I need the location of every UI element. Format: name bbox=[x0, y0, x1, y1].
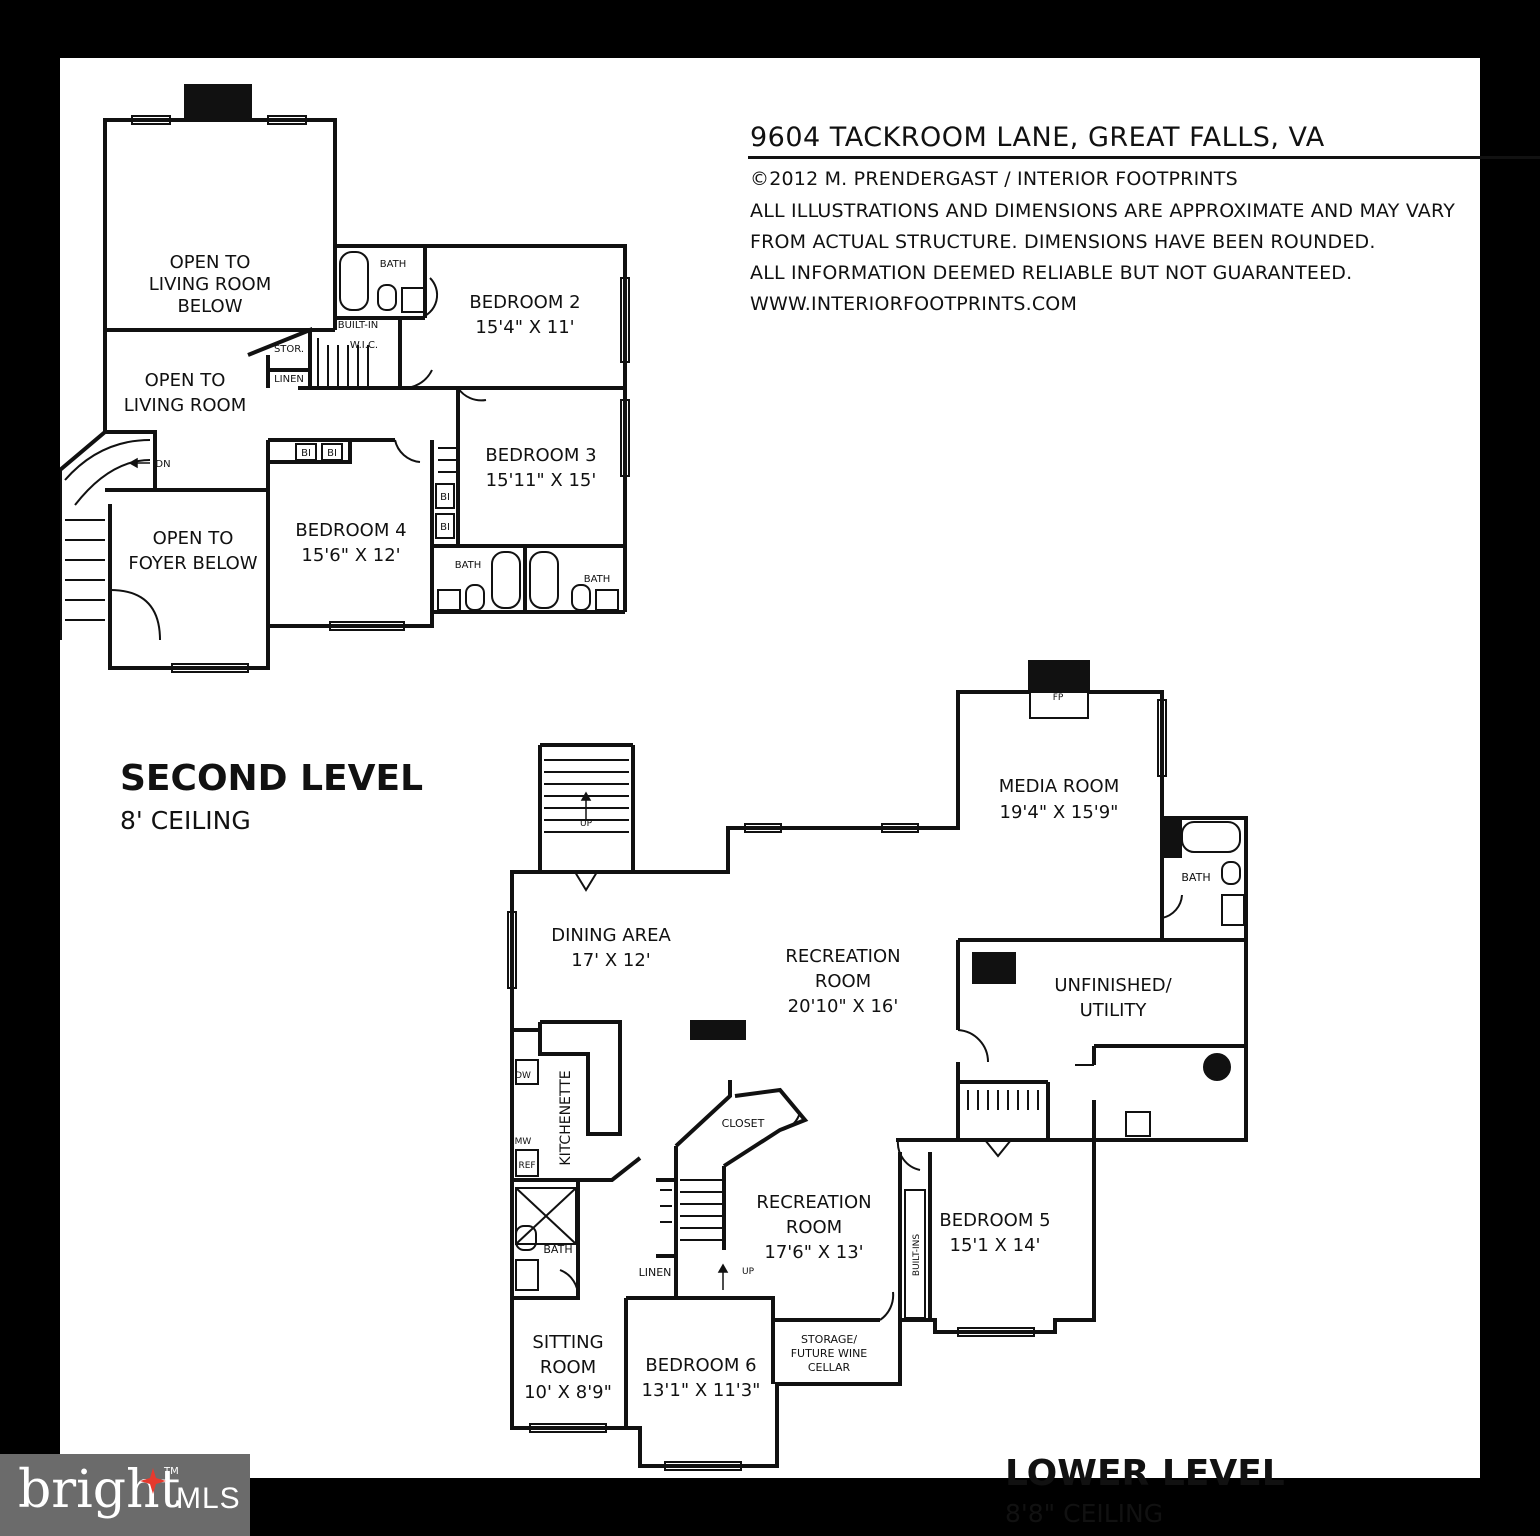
bedroom4-dimensions: 15'6" X 12' bbox=[301, 545, 400, 566]
lower-level-walls bbox=[510, 690, 1248, 1468]
media-room-dimensions: 19'4" X 15'9" bbox=[1000, 802, 1119, 823]
open-to-living-below-line1: OPEN TO bbox=[170, 252, 251, 273]
dining-area-name: DINING AREA bbox=[551, 925, 671, 946]
floorplan-sheet: 9604 TACKROOM LANE, GREAT FALLS, VA ©201… bbox=[60, 58, 1540, 1528]
lower-level-heading: LOWER LEVEL bbox=[1005, 1453, 1285, 1494]
mw-label: MW bbox=[515, 1137, 532, 1147]
kitchenette-label: KITCHENETTE bbox=[558, 1070, 574, 1165]
lower-level-solid-elements bbox=[690, 660, 1231, 1081]
open-to-living-below-line2: LIVING ROOM bbox=[149, 274, 271, 295]
lower-level-fixtures bbox=[515, 821, 1245, 1321]
floorplan-drawing: OPEN TO LIVING ROOM BELOW OPEN TO LIVING… bbox=[60, 84, 1248, 1471]
down-arrow-icon bbox=[128, 457, 138, 469]
dining-area-dimensions: 17' X 12' bbox=[571, 950, 650, 971]
logo-trademark: TM bbox=[164, 1466, 179, 1477]
bedroom2-name: BEDROOM 2 bbox=[469, 292, 580, 313]
lower-level-ceiling: 8'8" CEILING bbox=[1005, 1499, 1164, 1528]
website-url: WWW.INTERIORFOOTPRINTS.COM bbox=[750, 293, 1078, 315]
builtin-label: BUILT-IN bbox=[338, 320, 379, 331]
sitting-room-line2: ROOM bbox=[540, 1357, 596, 1378]
second-level-heading: SECOND LEVEL bbox=[120, 758, 424, 799]
lower-level-stairs bbox=[544, 759, 1039, 1319]
second-level-chimney bbox=[184, 84, 252, 122]
unfinished-line2: UTILITY bbox=[1080, 1000, 1148, 1021]
bedroom2-dimensions: 15'4" X 11' bbox=[475, 317, 574, 338]
title-underline bbox=[748, 156, 1540, 159]
recreation-room-1-line1: RECREATION bbox=[785, 946, 900, 967]
unfinished-line1: UNFINISHED/ bbox=[1054, 975, 1172, 996]
property-address-title: 9604 TACKROOM LANE, GREAT FALLS, VA bbox=[750, 122, 1325, 153]
media-room-name: MEDIA ROOM bbox=[999, 776, 1119, 797]
bedroom5-dimensions: 15'1 X 14' bbox=[950, 1235, 1041, 1256]
up-top-label: UP bbox=[580, 819, 593, 829]
disclaimer-line-3: ALL INFORMATION DEEMED RELIABLE BUT NOT … bbox=[750, 262, 1353, 284]
bi-label-2: BI bbox=[327, 448, 337, 459]
bedroom4-name: BEDROOM 4 bbox=[295, 520, 406, 541]
sitting-room-dimensions: 10' X 8'9" bbox=[524, 1382, 612, 1403]
bath-left-label: BATH bbox=[455, 560, 482, 571]
storage-line2: FUTURE WINE bbox=[791, 1347, 868, 1360]
bath-media-label: BATH bbox=[1181, 871, 1210, 884]
bedroom6-dimensions: 13'1" X 11'3" bbox=[642, 1380, 761, 1401]
recreation-room-2-line1: RECREATION bbox=[756, 1192, 871, 1213]
disclaimer-line-1: ALL ILLUSTRATIONS AND DIMENSIONS ARE APP… bbox=[750, 200, 1455, 222]
bedroom5-name: BEDROOM 5 bbox=[939, 1210, 1050, 1231]
storage-line1: STORAGE/ bbox=[801, 1333, 857, 1346]
up-lower-label: UP bbox=[742, 1267, 755, 1277]
disclaimer-line-2: FROM ACTUAL STRUCTURE. DIMENSIONS HAVE B… bbox=[750, 231, 1376, 253]
copyright-note: ©2012 M. PRENDERGAST / INTERIOR FOOTPRIN… bbox=[750, 168, 1238, 190]
bath-right-label: BATH bbox=[584, 574, 611, 585]
dw-label: DW bbox=[515, 1071, 531, 1081]
linen-label: LINEN bbox=[274, 374, 304, 385]
linen-lower-label: LINEN bbox=[639, 1266, 672, 1279]
open-to-living-below-line3: BELOW bbox=[177, 296, 242, 317]
bright-mls-logo: bright TM MLS bbox=[0, 1454, 250, 1536]
recreation-room-1-dimensions: 20'10" X 16' bbox=[788, 996, 899, 1017]
sitting-room-line1: SITTING bbox=[532, 1332, 603, 1353]
ref-label: REF bbox=[518, 1161, 535, 1171]
fp-label: FP bbox=[1053, 693, 1064, 703]
open-to-living-line1: OPEN TO bbox=[145, 370, 226, 391]
wic-label: W.I.C. bbox=[350, 340, 378, 351]
open-to-foyer-line1: OPEN TO bbox=[153, 528, 234, 549]
logo-mls-text: MLS bbox=[176, 1482, 241, 1515]
second-level-ceiling: 8' CEILING bbox=[120, 806, 251, 835]
bi-label-4: BI bbox=[440, 522, 450, 533]
second-level-fixtures bbox=[295, 251, 619, 611]
builtins-label: BUILT-INS bbox=[912, 1234, 922, 1276]
bi-label-3: BI bbox=[440, 492, 450, 503]
recreation-room-2-dimensions: 17'6" X 13' bbox=[764, 1242, 863, 1263]
bedroom3-name: BEDROOM 3 bbox=[485, 445, 596, 466]
bedroom6-name: BEDROOM 6 bbox=[645, 1355, 756, 1376]
second-level-stairs bbox=[64, 338, 456, 641]
logo-spark-icon bbox=[140, 1468, 166, 1494]
closet-label: CLOSET bbox=[722, 1117, 765, 1130]
bedroom3-dimensions: 15'11" X 15' bbox=[486, 470, 597, 491]
lower-level-windows bbox=[507, 699, 1167, 1471]
recreation-room-1-line2: ROOM bbox=[815, 971, 871, 992]
recreation-room-2-line2: ROOM bbox=[786, 1217, 842, 1238]
bath-lower-label: BATH bbox=[543, 1243, 572, 1256]
open-to-foyer-line2: FOYER BELOW bbox=[128, 553, 257, 574]
dn-label: DN bbox=[155, 459, 170, 470]
second-level-windows bbox=[131, 115, 630, 673]
open-to-living-line2: LIVING ROOM bbox=[124, 395, 246, 416]
bath-top-label: BATH bbox=[380, 259, 407, 270]
storage-line3: CELLAR bbox=[808, 1361, 851, 1374]
bi-label-1: BI bbox=[301, 448, 311, 459]
up-arrow-icon bbox=[580, 791, 592, 801]
second-level-walls bbox=[60, 118, 627, 670]
stor-label: STOR. bbox=[274, 344, 304, 355]
up-arrow-icon-lower bbox=[717, 1263, 729, 1273]
